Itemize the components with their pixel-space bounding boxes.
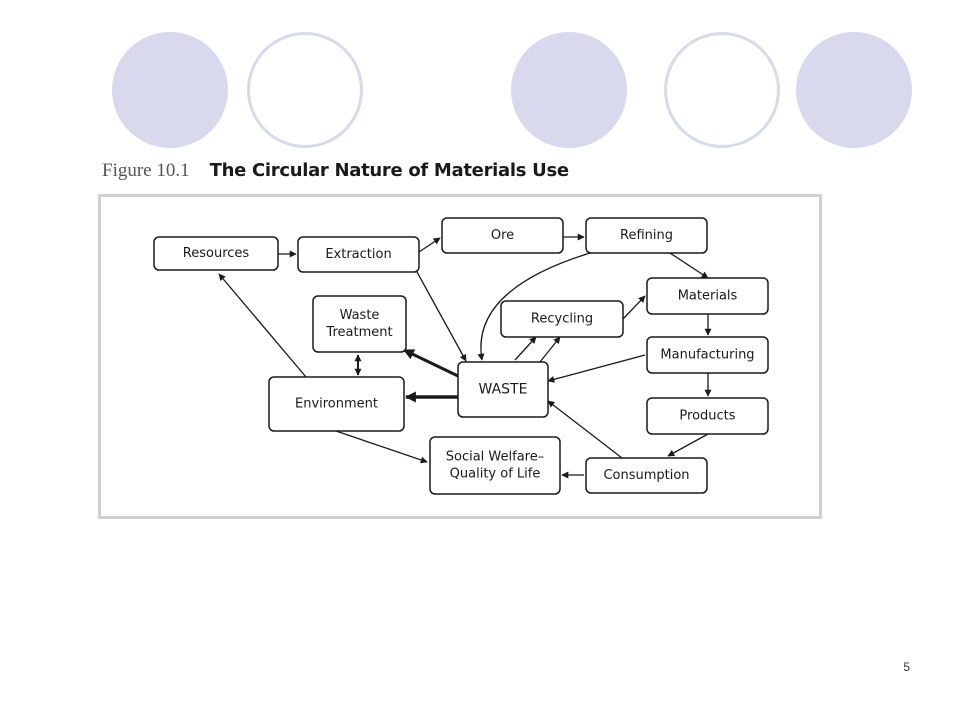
flow-arrow (539, 336, 561, 363)
flow-arrow (547, 354, 646, 383)
node-label: Extraction (325, 247, 391, 262)
node-label: WASTE (479, 382, 528, 398)
node-label: Materials (678, 289, 738, 304)
node-waste: WASTE (457, 361, 549, 418)
flow-arrow (547, 400, 623, 459)
node-materials: Materials (646, 277, 769, 315)
node-label: Resources (183, 246, 250, 261)
node-social-welfare: Social Welfare– Quality of Life (429, 436, 561, 495)
decorative-circle-outline (247, 32, 363, 148)
node-label: Products (679, 409, 735, 424)
flow-arrow (669, 252, 709, 279)
node-products: Products (646, 397, 769, 435)
node-refining: Refining (585, 217, 708, 254)
decorative-circle-filled (511, 32, 627, 148)
node-label: Recycling (531, 312, 593, 327)
node-consumption: Consumption (585, 457, 708, 494)
figure-title: The Circular Nature of Materials Use (209, 160, 569, 181)
node-label: Consumption (603, 468, 689, 483)
node-recycling: Recycling (500, 300, 624, 338)
flow-arrow (667, 433, 709, 457)
node-label: Refining (620, 228, 673, 243)
flow-arrow (418, 237, 441, 253)
page-number: 5 (903, 660, 910, 674)
flow-nodes: Resources Extraction Ore RefiningMaterialsR… (153, 217, 769, 495)
flow-arrow (622, 295, 646, 320)
node-label: Ore (491, 228, 514, 243)
decorative-circle-filled (796, 32, 912, 148)
node-label: Quality of Life (450, 467, 541, 482)
node-label: Waste (340, 308, 380, 323)
flow-arrow (218, 273, 307, 378)
node-extraction: Extraction (297, 236, 420, 273)
flow-arrow (514, 336, 537, 361)
node-manufacturing: Manufacturing (646, 336, 769, 374)
node-label: Manufacturing (660, 348, 754, 363)
decorative-circle-filled (112, 32, 228, 148)
decorative-circle-outline (664, 32, 780, 148)
node-resources: Resources (153, 236, 279, 271)
node-label: Environment (295, 397, 378, 412)
flow-arrow (403, 348, 459, 378)
figure-caption: Figure 10.1 The Circular Nature of Mater… (102, 160, 569, 190)
node-label: Treatment (325, 325, 392, 340)
flow-arrow (335, 430, 428, 464)
flow-arrow (477, 252, 591, 361)
node-label: Social Welfare– (446, 450, 544, 465)
node-environment: Environment (268, 376, 405, 432)
figure-label: Figure 10.1 (102, 160, 190, 181)
node-ore: Ore (441, 217, 564, 254)
